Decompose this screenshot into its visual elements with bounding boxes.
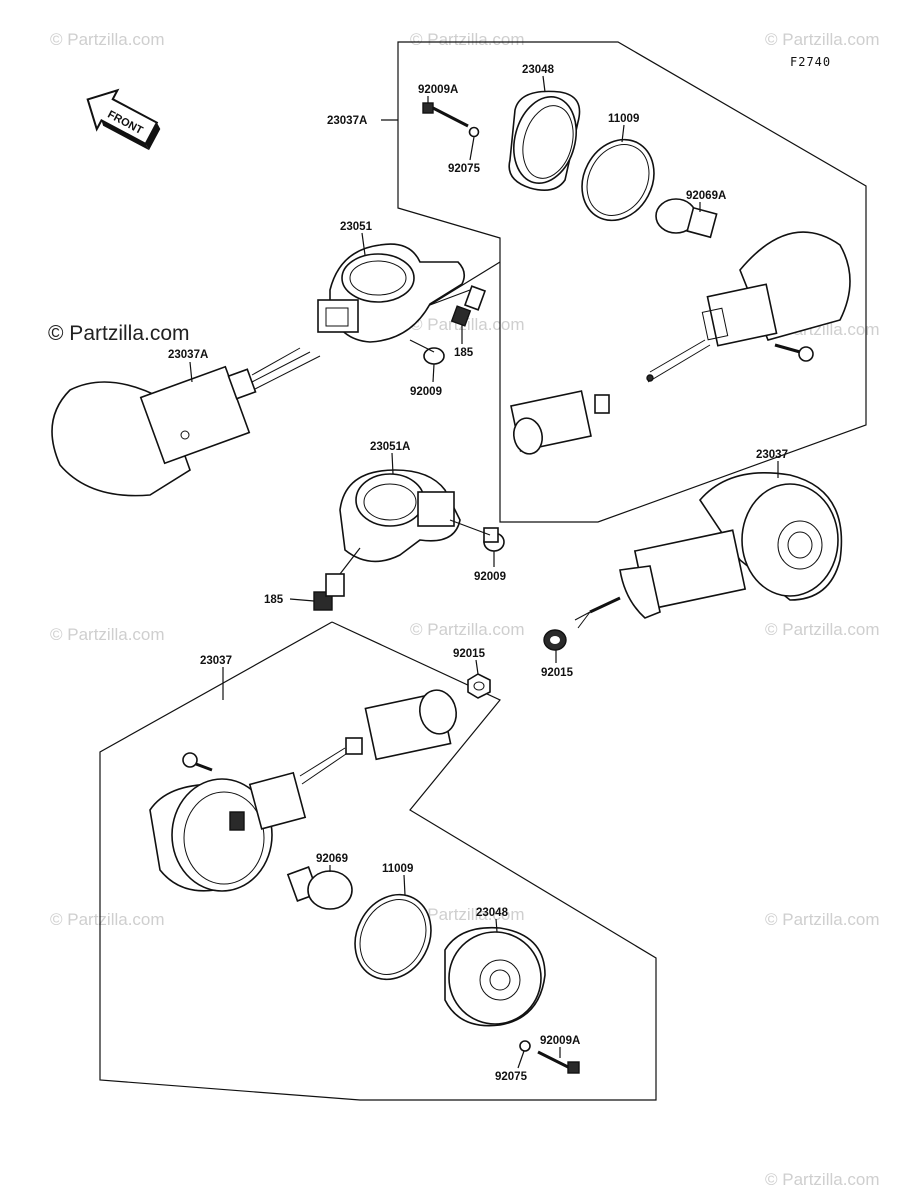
leader — [339, 547, 361, 575]
turn-signal-23037-bottom — [149, 771, 307, 892]
bulb-92069a — [655, 198, 718, 239]
bolt-185-mid — [313, 573, 345, 611]
screw-right-top — [774, 343, 814, 362]
screw-92009-top — [423, 347, 445, 365]
callout-11009-bottom: 11009 — [382, 863, 413, 875]
callout-23037-bottom: 23037 — [200, 655, 232, 667]
watermark: © Partzilla.com — [765, 910, 880, 929]
callout-23037a-left: 23037A — [168, 349, 208, 361]
callout-92015-right: 92015 — [541, 667, 574, 679]
socket-top-mid — [510, 390, 610, 455]
socket-bottom — [299, 689, 457, 785]
watermark-main: © Partzilla.com — [48, 322, 190, 345]
callout-23051: 23051 — [340, 221, 373, 233]
figure-code: F2740 — [790, 55, 831, 69]
bracket-23051 — [317, 243, 466, 343]
screw-92009-mid — [483, 527, 505, 552]
callout-23037-right: 23037 — [756, 449, 788, 461]
lens-housing-top — [508, 90, 581, 191]
callout-92069a: 92069A — [686, 190, 726, 202]
front-arrow-icon: FRONT — [86, 88, 161, 151]
callout-92009a-top: 92009A — [418, 84, 458, 96]
callout-92009-top: 92009 — [410, 386, 442, 398]
screw-92009a-bottom — [537, 1050, 580, 1074]
callout-11009-top: 11009 — [608, 113, 639, 125]
gasket-11009-top — [581, 138, 655, 222]
watermark: © Partzilla.com — [50, 910, 165, 929]
screw-bottom-left — [182, 752, 213, 772]
callout-185-mid: 185 — [264, 594, 284, 606]
callout-185-top: 185 — [454, 347, 474, 359]
watermark: © Partzilla.com — [50, 30, 165, 49]
watermark: © Partzilla.com — [410, 30, 525, 49]
leader — [449, 519, 491, 536]
callout-23048-top: 23048 — [522, 64, 555, 76]
turn-signal-23037a-right — [646, 231, 851, 383]
callout-92069: 92069 — [316, 853, 348, 865]
watermark: © Partzilla.com — [765, 620, 880, 639]
leader — [429, 261, 501, 306]
callout-23037a-top: 23037A — [327, 115, 367, 127]
bolt-185-top — [450, 285, 487, 327]
leader — [409, 339, 435, 353]
watermark: © Partzilla.com — [50, 625, 165, 644]
turn-signal-23037a-left — [51, 347, 321, 497]
screw-92009a-top — [422, 102, 469, 128]
group-boundary-top — [397, 41, 867, 523]
callout-23051a: 23051A — [370, 441, 410, 453]
washer-92075-top — [468, 126, 480, 138]
callout-92009a-bottom: 92009A — [540, 1035, 580, 1047]
callout-92075-bottom: 92075 — [495, 1071, 528, 1083]
watermark: © Partzilla.com — [765, 30, 880, 49]
watermark: © Partzilla.com — [410, 315, 525, 334]
nut-92015-right — [543, 629, 567, 651]
bracket-23051a — [339, 469, 461, 563]
washer-92075-bottom — [519, 1040, 531, 1052]
callout-92009-mid: 92009 — [474, 571, 506, 583]
turn-signal-23037-right — [574, 472, 843, 629]
lens-23048-bottom — [444, 926, 546, 1027]
callouts: 23048 92009A 23037A 11009 92075 92069A 2… — [168, 64, 788, 1083]
group-boundary-bottom — [99, 621, 657, 1101]
nut-92015-mid — [467, 673, 491, 699]
watermark: © Partzilla.com — [410, 620, 525, 639]
leader — [429, 289, 471, 306]
gasket-11009-bottom — [354, 893, 432, 981]
watermark: © Partzilla.com — [765, 1170, 880, 1189]
callout-92075-top: 92075 — [448, 163, 481, 175]
bulb-92069 — [286, 866, 353, 910]
callout-92015-mid: 92015 — [453, 648, 486, 660]
callout-23048-bottom: 23048 — [476, 907, 509, 919]
